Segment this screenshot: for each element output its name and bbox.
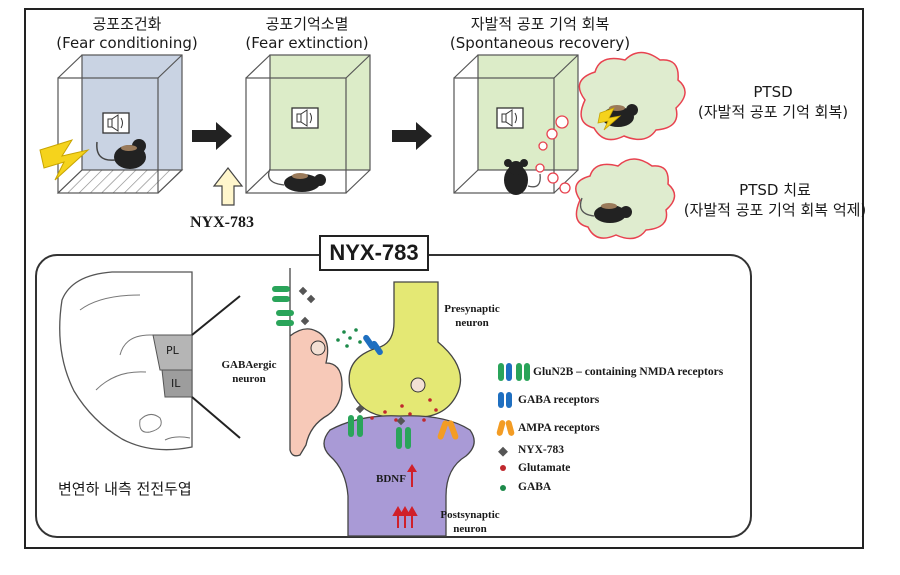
- shock-icon: [597, 107, 622, 131]
- legend-item: GABA: [518, 481, 552, 493]
- mouse-standing-icon: [504, 159, 541, 195]
- legend-item: Glutamate: [518, 462, 571, 474]
- mouse-icon: [96, 139, 146, 169]
- ptsd-title: PTSD: [753, 83, 793, 101]
- stage-ko: 공포조건화: [92, 15, 162, 33]
- legend-item: AMPA receptors: [518, 422, 600, 434]
- ptsd-cloud: [578, 51, 686, 141]
- stage-en: (Fear extinction): [245, 34, 369, 52]
- gabaergic-label: GABAergic neuron: [221, 359, 277, 385]
- legend-item: GABA receptors: [518, 394, 600, 406]
- cage-conditioning: [56, 54, 184, 194]
- ptsd-label: PTSD (자발적 공포 기억 회복): [668, 82, 878, 122]
- arrow-up-icon: [212, 167, 244, 206]
- mouse-icon: [267, 168, 326, 192]
- il-label: IL: [171, 377, 181, 390]
- treatment-sub: (자발적 공포 기억 회복 억제): [683, 201, 867, 219]
- speaker-icon: [291, 107, 319, 129]
- drug-label-extinction: NYX-783: [190, 214, 254, 231]
- speaker-icon: [102, 112, 130, 134]
- treatment-cloud: [575, 158, 676, 240]
- stage-label-recovery: 자발적 공포 기억 회복 (Spontaneous recovery): [425, 15, 655, 53]
- speaker-icon: [496, 107, 524, 129]
- thought-bubbles: [535, 115, 571, 194]
- drug-title-box: NYX-783: [319, 235, 429, 271]
- bdnf-label: BDNF: [376, 473, 406, 485]
- stage-label-extinction: 공포기억소멸 (Fear extinction): [222, 15, 392, 53]
- brain-caption: 변연하 내측 전전두엽: [58, 480, 192, 498]
- shock-icon: [39, 139, 90, 181]
- treatment-label: PTSD 치료 (자발적 공포 기억 회복 억제): [660, 180, 890, 220]
- pl-label: PL: [166, 344, 179, 357]
- stage-ko: 공포기억소멸: [265, 15, 349, 33]
- arrow-right-icon: [392, 122, 432, 150]
- postsynaptic-label: Postsynaptic neuron: [440, 509, 500, 535]
- arrow-right-icon: [192, 122, 232, 150]
- stage-label-conditioning: 공포조건화 (Fear conditioning): [42, 15, 212, 53]
- ptsd-sub: (자발적 공포 기억 회복): [697, 103, 849, 121]
- cage-extinction: [245, 54, 371, 194]
- legend-item: NYX-783: [518, 444, 564, 456]
- figure-frame: [24, 8, 864, 549]
- stage-ko: 자발적 공포 기억 회복: [470, 15, 610, 33]
- presynaptic-label: Presynaptic neuron: [444, 303, 500, 329]
- treatment-title: PTSD 치료: [739, 181, 811, 199]
- legend-item: GluN2B – containing NMDA receptors: [533, 366, 724, 378]
- stage-en: (Spontaneous recovery): [449, 34, 631, 52]
- cage-recovery: [453, 54, 579, 194]
- stage-en: (Fear conditioning): [56, 34, 198, 52]
- experiment-timeline: [39, 51, 686, 240]
